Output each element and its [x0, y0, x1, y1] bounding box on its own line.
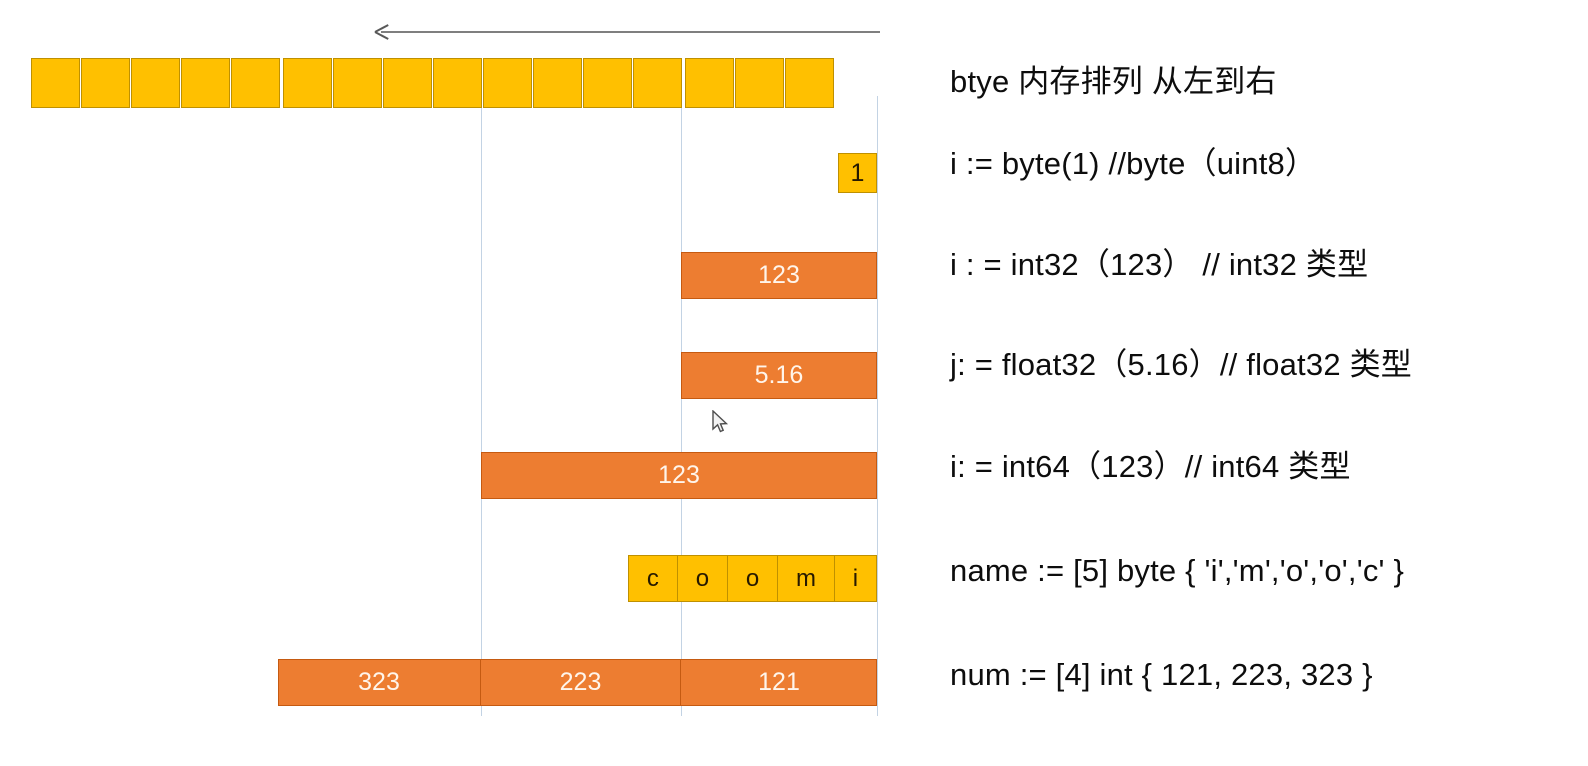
- byte-array-cell: o: [728, 556, 779, 601]
- caption-int32: i : = int32（123） // int32 类型: [950, 247, 1369, 282]
- byte-cell: [633, 58, 682, 108]
- byte-array-cell-label: o: [695, 564, 710, 592]
- byte-cell: [283, 58, 332, 108]
- memory-direction-arrow-icon: [375, 22, 880, 42]
- byte-cell: [433, 58, 482, 108]
- mouse-pointer-icon: [712, 410, 729, 433]
- int-array-cell: 121: [681, 660, 877, 705]
- arrow-shaft: [381, 31, 880, 33]
- byte-array-cell-label: o: [745, 564, 760, 592]
- byte-value-label: 1: [850, 158, 865, 187]
- byte-cell: [735, 58, 784, 108]
- caption-name-array: name := [5] byte { 'i','m','o','o','c' }: [950, 553, 1405, 588]
- byte-array-cell: o: [678, 556, 728, 601]
- byte-cell: [231, 58, 280, 108]
- byte-value-box: 1: [838, 153, 877, 193]
- byte-cell: [785, 58, 834, 108]
- caption-float32: j: = float32（5.16）// float32 类型: [950, 347, 1412, 382]
- int-array-cell: 223: [481, 660, 681, 705]
- int-array-row: 323 223 121: [278, 659, 877, 706]
- byte-array-cell: m: [778, 556, 835, 601]
- byte-array-cell: c: [629, 556, 678, 601]
- byte-cell: [333, 58, 382, 108]
- caption-num-array: num := [4] int { 121, 223, 323 }: [950, 657, 1373, 692]
- int-array-cell-label: 121: [758, 668, 800, 696]
- guide-line-8byte: [481, 96, 482, 716]
- int32-value-bar: 123: [681, 252, 877, 299]
- float32-value-label: 5.16: [754, 361, 804, 389]
- int32-value-label: 123: [758, 261, 800, 289]
- byte-cell: [181, 58, 230, 108]
- byte-array-cell-label: i: [852, 564, 859, 592]
- byte-cell: [583, 58, 632, 108]
- byte-cell: [685, 58, 734, 108]
- byte-array-cell-label: c: [646, 564, 659, 592]
- caption-byte: i := byte(1) //byte（uint8）: [950, 146, 1317, 181]
- byte-array-cell-label: m: [795, 564, 816, 592]
- arrow-head: [375, 24, 391, 40]
- int-array-cell: 323: [278, 660, 481, 705]
- byte-memory-strip: [31, 58, 835, 108]
- byte-cell: [131, 58, 180, 108]
- guide-line-end: [877, 96, 878, 716]
- byte-array-row: c o o m i: [628, 555, 877, 602]
- int-array-cell-label: 223: [559, 668, 602, 696]
- caption-memory-order: btye 内存排列 从左到右: [950, 64, 1277, 99]
- byte-cell: [31, 58, 80, 108]
- int64-value-bar: 123: [481, 452, 877, 499]
- float32-value-bar: 5.16: [681, 352, 877, 399]
- guide-line-4byte: [681, 96, 682, 716]
- caption-int64: i: = int64（123）// int64 类型: [950, 449, 1351, 484]
- byte-cell: [383, 58, 432, 108]
- byte-cell: [81, 58, 130, 108]
- byte-cell: [533, 58, 582, 108]
- byte-array-cell: i: [835, 556, 876, 601]
- byte-cell: [483, 58, 532, 108]
- int-array-cell-label: 323: [358, 668, 400, 696]
- int64-value-label: 123: [658, 461, 700, 489]
